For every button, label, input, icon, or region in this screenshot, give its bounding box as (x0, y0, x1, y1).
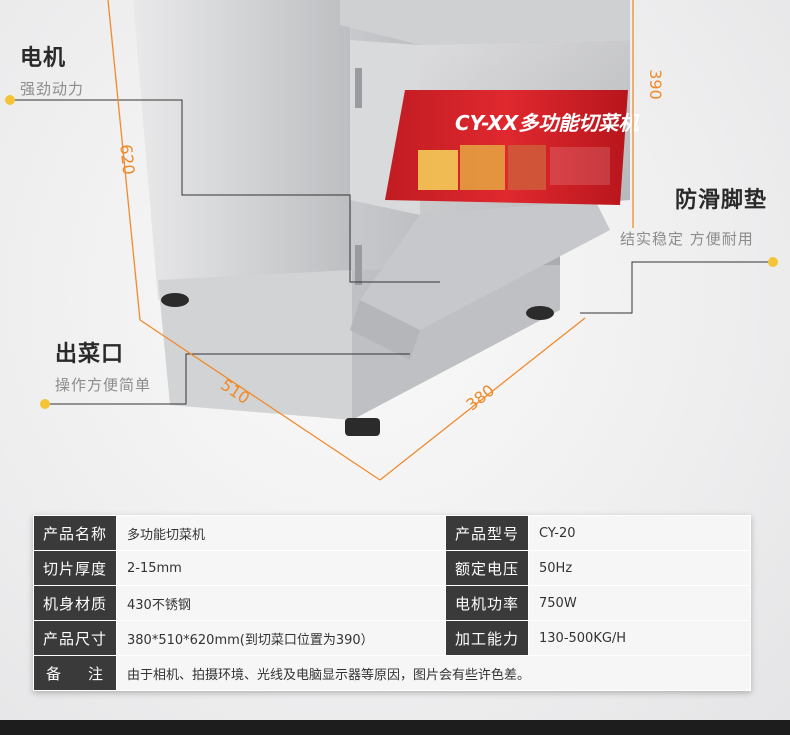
spec-label: 加工能力 (445, 620, 529, 656)
feet-dot (768, 257, 778, 267)
note-label-a: 备 (46, 664, 63, 683)
note-label: 备 注 (33, 655, 117, 691)
motor-leader-line (10, 99, 440, 283)
dim-height-total: 620 (116, 143, 139, 176)
foot (526, 306, 554, 320)
bottom-bar (0, 720, 790, 735)
feet-subtitle: 结实稳定 方便耐用 (620, 230, 754, 248)
feet-callout: 防滑脚垫 (675, 182, 767, 214)
table-row: 切片厚度 2-15mm 额定电压 50Hz (33, 550, 751, 586)
motor-callout: 电机 强劲动力 (20, 40, 84, 99)
outlet-title: 出菜口 (55, 342, 125, 367)
table-row: 产品名称 多功能切菜机 产品型号 CY-20 (33, 515, 751, 551)
spec-value: 50Hz (528, 550, 751, 586)
note-value: 由于相机、拍摄环境、光线及电脑显示器等原因，图片会有些许色差。 (116, 655, 751, 691)
spec-label: 额定电压 (445, 550, 529, 586)
note-label-b: 注 (87, 664, 104, 683)
foot (161, 293, 189, 307)
spec-value: 430不锈钢 (116, 585, 446, 621)
spec-value: 2-15mm (116, 550, 446, 586)
machine-label-text: CY-XX多功能切菜机 (455, 111, 640, 135)
outlet-subtitle: 操作方便简单 (55, 376, 152, 394)
dimension-lines (107, 0, 634, 481)
spec-label: 产品名称 (33, 515, 117, 551)
spec-value: 130-500KG/H (528, 620, 751, 656)
dim-height-outlet: 390 (645, 69, 665, 100)
motor-subtitle: 强劲动力 (20, 80, 85, 98)
feet-leader-line (580, 261, 773, 314)
motor-dot (5, 95, 15, 105)
outlet-leader-line (45, 353, 410, 405)
table-row: 产品尺寸 380*510*620mm(到切菜口位置为390） 加工能力 130-… (33, 620, 751, 656)
table-row: 备 注 由于相机、拍摄环境、光线及电脑显示器等原因，图片会有些许色差。 (33, 655, 751, 691)
foot (345, 418, 380, 436)
spec-value: 多功能切菜机 (116, 515, 446, 551)
spec-value: CY-20 (528, 515, 751, 551)
spec-value: 380*510*620mm(到切菜口位置为390） (116, 620, 446, 656)
spec-label: 电机功率 (445, 585, 529, 621)
table-row: 机身材质 430不锈钢 电机功率 750W (33, 585, 751, 621)
spec-label: 机身材质 (33, 585, 117, 621)
motor-title: 电机 (20, 46, 67, 71)
spec-value: 750W (528, 585, 751, 621)
spec-table: 产品名称 多功能切菜机 产品型号 CY-20 切片厚度 2-15mm 额定电压 … (33, 515, 751, 691)
feet-title: 防滑脚垫 (675, 188, 768, 213)
outlet-callout: 出菜口 操作方便简单 (55, 336, 151, 395)
outlet-dot (40, 399, 50, 409)
feet-sub-callout: 结实稳定 方便耐用 (620, 222, 754, 249)
machine-left-panel (133, 0, 352, 300)
spec-label: 产品尺寸 (33, 620, 117, 656)
outlet-chute (360, 200, 610, 330)
spec-label: 切片厚度 (33, 550, 117, 586)
spec-label: 产品型号 (445, 515, 529, 551)
machine-illustration: CY-XX多功能切菜机 (5, 0, 778, 481)
